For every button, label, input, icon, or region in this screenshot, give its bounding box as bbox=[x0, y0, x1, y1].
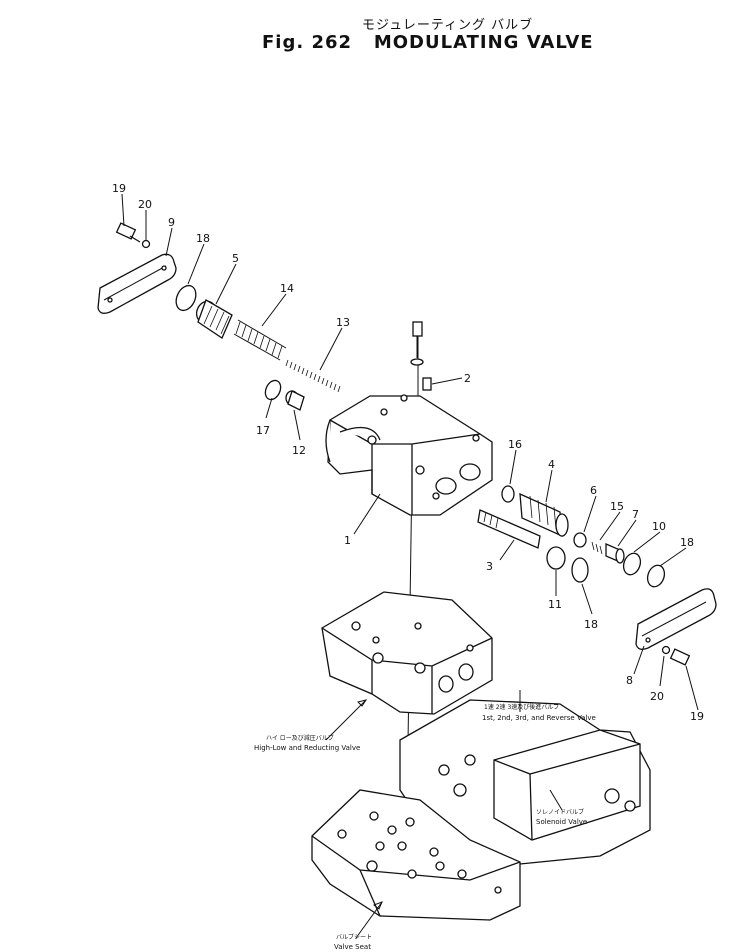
cover-plate-right bbox=[635, 588, 717, 650]
callout-8: 8 bbox=[626, 674, 633, 687]
o-ring-16 bbox=[501, 485, 515, 503]
callout-1: 1 bbox=[344, 534, 351, 547]
washer-top-left bbox=[141, 239, 151, 249]
modulating-valve-body bbox=[325, 394, 493, 516]
label-hilo-jp: ハイ ロー及び減圧バルブ bbox=[266, 734, 334, 742]
bolt-top-left bbox=[115, 222, 141, 243]
spring-14 bbox=[233, 319, 287, 361]
leader-lines bbox=[121, 193, 699, 939]
plug-4 bbox=[519, 492, 569, 538]
callout-13: 13 bbox=[336, 316, 350, 329]
o-ring-right-lower bbox=[571, 557, 589, 583]
fig-number: Fig. 262 bbox=[262, 32, 353, 53]
cover-plate-left bbox=[97, 253, 177, 314]
bolt-vertical bbox=[410, 321, 424, 366]
callout-4: 4 bbox=[548, 458, 555, 471]
cap-11 bbox=[546, 546, 566, 570]
spring-15 bbox=[591, 541, 603, 555]
callout-18-left: 18 bbox=[196, 232, 210, 245]
plug-6 bbox=[573, 532, 587, 548]
washer-bottom-right bbox=[661, 645, 671, 655]
label-solenoid-jp: ソレノイドバルブ bbox=[536, 808, 584, 816]
speed-valve-assembly bbox=[399, 699, 651, 865]
callout-18-right: 18 bbox=[680, 536, 694, 549]
label-speed-valve-jp: 1速 2速 3速及び後進バルブ bbox=[484, 703, 559, 711]
plug-5 bbox=[195, 299, 233, 339]
label-seat-en: Valve Seat bbox=[334, 943, 371, 951]
callout-20-top: 20 bbox=[138, 198, 152, 211]
o-ring-10 bbox=[622, 552, 642, 576]
callout-19-bottom: 19 bbox=[690, 710, 704, 723]
label-solenoid-en: Solenoid Valve bbox=[536, 818, 587, 826]
plug-7 bbox=[605, 543, 625, 564]
bolt-bottom-right bbox=[669, 648, 691, 666]
label-seat-jp: バルブシート bbox=[336, 933, 372, 941]
label-hilo-en: High-Low and Reducting Valve bbox=[254, 744, 360, 752]
callout-5: 5 bbox=[232, 252, 239, 265]
callout-9: 9 bbox=[168, 216, 175, 229]
o-ring-left bbox=[175, 284, 197, 312]
callout-10: 10 bbox=[652, 520, 666, 533]
figure-title-jp: モジュレーティング バルブ bbox=[362, 18, 534, 33]
spool-3 bbox=[477, 509, 541, 549]
callout-11: 11 bbox=[548, 598, 562, 611]
label-speed-valve-en: 1st, 2nd, 3rd, and Reverse Valve bbox=[482, 714, 596, 722]
high-low-reducing-valve-block bbox=[321, 591, 493, 715]
o-ring-right bbox=[646, 564, 666, 588]
callout-12: 12 bbox=[292, 444, 306, 457]
callout-3: 3 bbox=[486, 560, 493, 573]
spring-13 bbox=[285, 359, 341, 393]
callout-14: 14 bbox=[280, 282, 294, 295]
screw-2 bbox=[422, 377, 432, 391]
valve-seat bbox=[311, 789, 521, 921]
callout-17: 17 bbox=[256, 424, 270, 437]
callout-16: 16 bbox=[508, 438, 522, 451]
figure-title: Fig. 262 MODULATING VALVE bbox=[262, 32, 594, 53]
callout-19-top: 19 bbox=[112, 182, 126, 195]
callout-2: 2 bbox=[464, 372, 471, 385]
callout-7: 7 bbox=[632, 508, 639, 521]
callout-15: 15 bbox=[610, 500, 624, 513]
callout-18-lower: 18 bbox=[584, 618, 598, 631]
callout-20-bottom: 20 bbox=[650, 690, 664, 703]
plug-12 bbox=[285, 390, 305, 411]
callout-6: 6 bbox=[590, 484, 597, 497]
fig-name: MODULATING VALVE bbox=[373, 32, 594, 53]
o-ring-17 bbox=[264, 379, 282, 401]
